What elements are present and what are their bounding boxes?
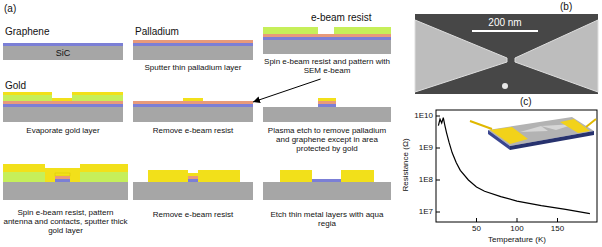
step-4-stack-part	[72, 92, 123, 95]
step-caption: Etch thin metal layers with aqua regia	[263, 210, 391, 228]
step-2-stack-part	[133, 46, 253, 60]
step-3-stack-part	[334, 27, 391, 34]
process-step: e-beam resistSpin e-beam resist and patt…	[263, 12, 391, 79]
resistance-chart-part	[438, 118, 590, 214]
step-6-stack	[263, 98, 391, 122]
process-step: Remove e-beam resist	[133, 160, 253, 223]
step-4-stack-part	[52, 98, 72, 101]
step-4-stack-part	[3, 95, 52, 101]
step-8-stack	[133, 170, 253, 200]
step-7-stack-part	[45, 168, 80, 182]
step-4-stack	[3, 92, 123, 122]
step-7-stack-part	[3, 164, 45, 172]
step-3-stack-part	[263, 37, 391, 40]
axis-tick: 150	[551, 224, 564, 233]
step-5-stack-part	[183, 98, 203, 101]
step-4-stack-part	[72, 95, 123, 101]
process-step: Etch thin metal layers with aqua regia	[263, 160, 391, 232]
sem-image-part	[415, 14, 598, 94]
step-7-stack-part	[55, 179, 70, 182]
step-5-stack-part	[133, 107, 253, 122]
step-6-stack-part	[318, 101, 336, 104]
step-3-stack-part	[263, 40, 391, 54]
step-8-stack-part	[133, 182, 253, 200]
layer-label: SiC	[43, 48, 83, 58]
step-5-stack-part	[133, 104, 253, 107]
process-step: PalladiumSputter thin palladium layer	[133, 26, 253, 76]
step-2-stack-part	[133, 40, 253, 43]
step-caption: Remove e-beam resist	[133, 126, 253, 135]
axis-title: Temperature (K)	[488, 235, 546, 244]
step-3-stack	[263, 27, 391, 54]
step-9-stack	[263, 170, 391, 200]
step-7-stack-part	[55, 173, 70, 176]
step-7-stack	[3, 164, 128, 200]
axis-tick: 1E8	[419, 175, 433, 184]
step-1-stack-part	[3, 43, 123, 46]
step-caption: Plasma etch to remove palladium and grap…	[263, 126, 391, 154]
step-caption: Spin e-beam resist, pattern antenna and …	[3, 208, 128, 236]
process-step: GrapheneSiC	[3, 26, 123, 62]
step-2-stack-part	[133, 43, 253, 46]
axis-tick: 1E10	[414, 111, 433, 120]
layer-label: Graphene	[5, 26, 105, 38]
panel-label: (b)	[560, 1, 572, 13]
step-4-stack-part	[3, 107, 123, 122]
axis-tick: 50	[472, 224, 481, 233]
axis-tick: 1E9	[419, 143, 433, 152]
layer-label: Gold	[5, 80, 105, 92]
step-6-stack-part	[318, 98, 336, 101]
step-8-stack-part	[198, 170, 240, 182]
panel-label: (c)	[520, 96, 532, 108]
step-4-stack-part	[3, 92, 52, 95]
step-3-stack-part	[263, 27, 318, 34]
scale-bar-label: 200 nm	[488, 17, 521, 29]
step-8-stack-part	[148, 170, 188, 182]
sem-image	[415, 14, 598, 94]
step-9-stack-part	[341, 170, 374, 182]
step-3-stack-part	[263, 34, 391, 37]
sem-image-part	[472, 30, 538, 32]
resistance-chart-part	[470, 119, 596, 129]
step-caption: Remove e-beam resist	[133, 210, 253, 219]
resistance-chart-part	[520, 126, 548, 132]
step-caption: Evaporate gold layer	[3, 126, 123, 135]
axis-tick: 1E7	[419, 207, 433, 216]
step-caption: Spin e-beam resist and pattern with SEM …	[263, 57, 391, 75]
process-step: Plasma etch to remove palladium and grap…	[263, 80, 391, 157]
panel-label: (a)	[4, 3, 16, 15]
resistance-chart	[436, 110, 597, 222]
process-arrow	[253, 79, 321, 102]
layer-label: e-beam resist	[311, 12, 389, 24]
step-7-stack-part	[80, 172, 128, 182]
step-9-stack-part	[263, 182, 391, 200]
step-9-stack-part	[280, 170, 312, 182]
step-7-stack-part	[80, 164, 128, 172]
axis-tick: 100	[510, 224, 523, 233]
step-1-stack	[3, 43, 123, 60]
process-step: Spin e-beam resist, pattern antenna and …	[3, 160, 128, 239]
step-5-stack-part	[133, 101, 253, 104]
step-7-stack-part	[55, 176, 70, 179]
step-7-stack-part	[3, 172, 45, 182]
step-6-stack-part	[263, 107, 391, 122]
axis-title: Resistance (Ω)	[401, 138, 410, 191]
sem-image-part	[502, 83, 508, 89]
layer-label: Palladium	[135, 26, 235, 38]
step-4-stack-part	[3, 104, 123, 107]
step-caption: Sputter thin palladium layer	[133, 63, 253, 72]
resistance-chart-part	[560, 119, 590, 133]
step-5-stack	[133, 98, 253, 122]
process-step: Remove e-beam resist	[133, 80, 253, 139]
resistance-chart-part	[436, 110, 597, 222]
step-6-stack-part	[318, 104, 336, 107]
process-step: GoldEvaporate gold layer	[3, 80, 123, 139]
step-4-stack-part	[3, 101, 123, 104]
step-2-stack	[133, 40, 253, 60]
step-7-stack-part	[3, 182, 128, 200]
step-1-stack-part	[3, 46, 123, 60]
resistance-chart-part	[490, 127, 528, 144]
